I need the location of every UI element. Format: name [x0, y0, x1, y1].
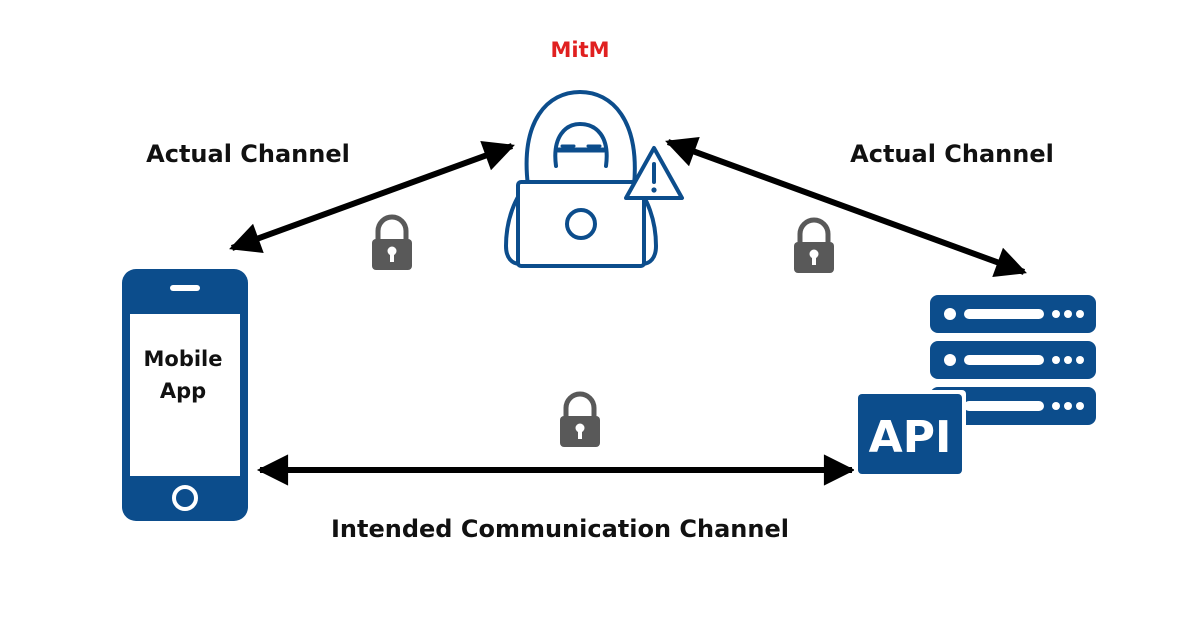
right-actual-channel-label: Actual Channel: [850, 140, 1054, 168]
mobile-app-label-line2: App: [160, 379, 206, 403]
mobile-app-label-line1: Mobile: [144, 347, 223, 371]
smartphone-icon: [122, 269, 248, 521]
right-actual-channel-arrow: [665, 136, 1027, 278]
mitm-label: MitM: [550, 38, 609, 62]
api-badge: API: [854, 390, 966, 478]
intended-channel-label: Intended Communication Channel: [331, 515, 789, 543]
hacker-laptop-icon: [504, 90, 658, 268]
padlock-icon: [794, 217, 834, 273]
warning-triangle-icon: [624, 146, 684, 200]
api-label: API: [869, 412, 952, 463]
left-actual-channel-arrow: [229, 140, 515, 254]
padlock-icon: [372, 214, 412, 270]
server-stack-icon: [930, 295, 1096, 425]
left-actual-channel-label: Actual Channel: [146, 140, 350, 168]
padlock-icon: [560, 391, 600, 447]
